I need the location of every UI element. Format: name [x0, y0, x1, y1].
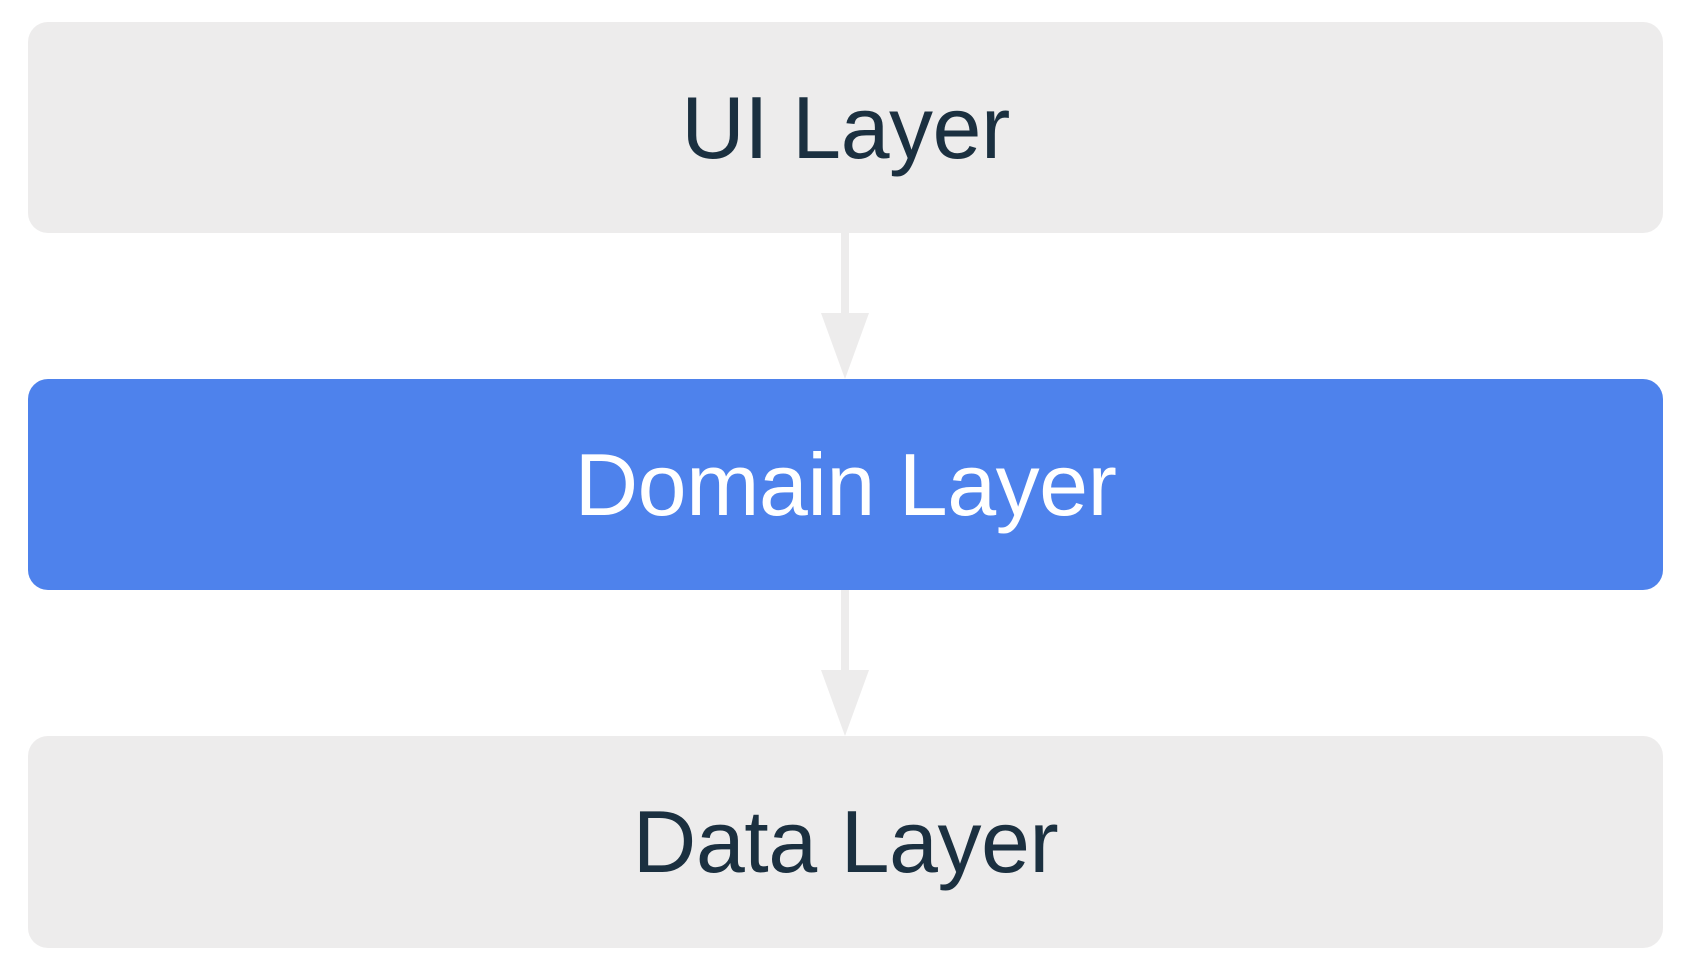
arrow-ui-to-domain-icon	[821, 233, 869, 379]
arrow-domain-to-data-icon	[821, 590, 869, 736]
layer-node-data[interactable]: Data Layer	[28, 736, 1663, 948]
layer-label-domain: Domain Layer	[574, 434, 1117, 534]
layer-label-ui: UI Layer	[681, 77, 1010, 177]
layer-node-domain[interactable]: Domain Layer	[28, 379, 1663, 590]
layer-label-data: Data Layer	[632, 792, 1059, 891]
layer-node-ui[interactable]: UI Layer	[28, 22, 1663, 233]
